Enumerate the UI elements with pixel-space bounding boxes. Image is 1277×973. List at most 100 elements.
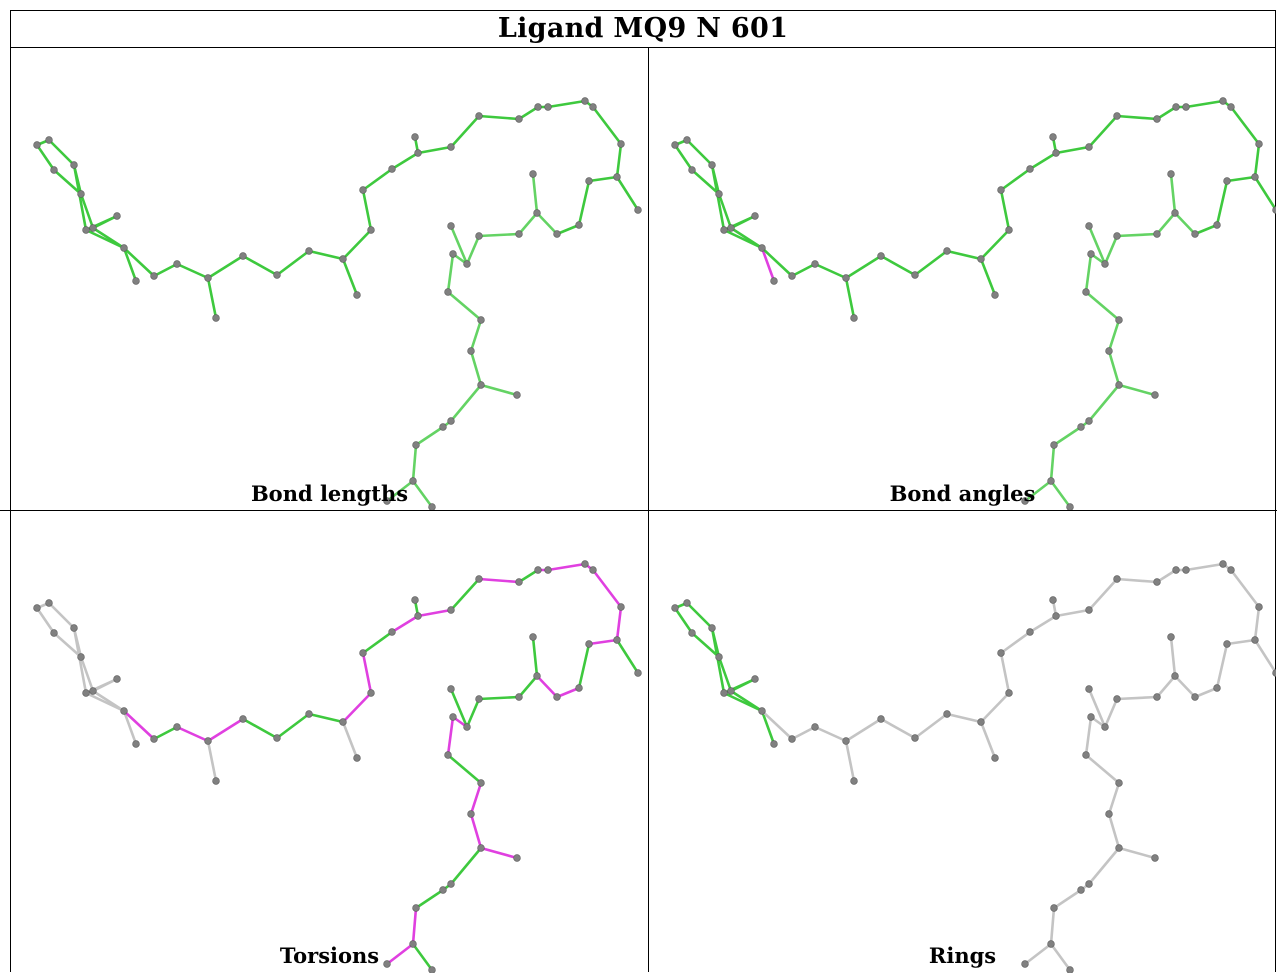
- bond: [122, 246, 156, 278]
- atom: [113, 212, 121, 220]
- atom: [1101, 723, 1109, 731]
- bond: [469, 349, 483, 387]
- bond: [1052, 888, 1083, 910]
- atom: [977, 718, 985, 726]
- bond: [1049, 479, 1072, 509]
- bond: [1117, 846, 1157, 860]
- bond: [449, 224, 469, 266]
- atom: [770, 277, 778, 285]
- bond: [1169, 635, 1177, 678]
- bond: [1193, 223, 1219, 236]
- atom: [150, 735, 158, 743]
- atom: [515, 115, 523, 123]
- atom: [513, 391, 521, 399]
- bond: [535, 211, 559, 236]
- atom: [212, 314, 220, 322]
- bond: [760, 709, 794, 741]
- bond: [1107, 349, 1121, 387]
- bond: [979, 720, 997, 760]
- bond: [152, 725, 179, 741]
- bond: [390, 151, 420, 171]
- bond: [685, 601, 714, 630]
- bond: [979, 691, 1011, 724]
- bond: [577, 642, 591, 690]
- atom: [1085, 417, 1093, 425]
- bond: [477, 232, 521, 238]
- atom: [1049, 596, 1057, 604]
- bond: [913, 712, 949, 740]
- bond: [1087, 687, 1107, 729]
- atom: [575, 221, 583, 229]
- bond: [1087, 224, 1107, 266]
- atom: [1167, 633, 1175, 641]
- atom: [1085, 880, 1093, 888]
- bond: [999, 188, 1011, 232]
- atom: [33, 141, 41, 149]
- bond: [717, 192, 733, 230]
- atom: [367, 689, 375, 697]
- bond: [52, 168, 83, 196]
- bond: [361, 651, 373, 695]
- atom: [751, 675, 759, 683]
- bond: [587, 638, 619, 646]
- atom: [120, 707, 128, 715]
- divider-tick-mid-left: [634, 510, 648, 511]
- atom: [447, 685, 455, 693]
- atom: [1113, 695, 1121, 703]
- atom: [997, 186, 1005, 194]
- bond: [844, 739, 856, 783]
- molecule-torsions: [33, 560, 642, 973]
- bond: [414, 888, 445, 910]
- atom: [1050, 441, 1058, 449]
- bond: [615, 175, 640, 212]
- bond: [1253, 142, 1261, 179]
- atom: [89, 224, 97, 232]
- bond: [1253, 175, 1276, 212]
- bond: [477, 114, 521, 121]
- bond: [1229, 105, 1261, 146]
- bond: [535, 674, 559, 699]
- bond: [307, 712, 345, 724]
- atom: [204, 274, 212, 282]
- bond: [531, 172, 539, 215]
- atom: [1115, 779, 1123, 787]
- atom: [77, 190, 85, 198]
- bond: [615, 605, 623, 642]
- atom: [515, 230, 523, 238]
- atom: [683, 136, 691, 144]
- atom: [553, 693, 561, 701]
- atom: [1047, 940, 1055, 948]
- panel-torsions: [11, 511, 648, 973]
- atom: [1115, 844, 1123, 852]
- atom: [977, 255, 985, 263]
- bond: [673, 606, 694, 635]
- bond: [91, 214, 119, 230]
- atom: [1153, 578, 1161, 586]
- atom: [447, 417, 455, 425]
- bond: [275, 249, 311, 277]
- atom: [212, 777, 220, 785]
- atom: [877, 715, 885, 723]
- bond: [449, 687, 469, 729]
- atom: [515, 693, 523, 701]
- bond: [1103, 234, 1119, 266]
- atom: [414, 612, 422, 620]
- bond: [615, 638, 640, 675]
- bond: [449, 846, 483, 886]
- bond: [206, 717, 245, 743]
- bond: [449, 383, 483, 423]
- atom: [204, 737, 212, 745]
- bond: [1155, 674, 1177, 699]
- bond: [52, 631, 83, 659]
- caption-rings: Rings: [928, 943, 997, 968]
- bond: [1052, 425, 1083, 447]
- atom: [477, 779, 485, 787]
- bond: [385, 479, 415, 503]
- atom: [1219, 560, 1227, 568]
- atom: [850, 777, 858, 785]
- atom: [617, 603, 625, 611]
- bond: [790, 262, 817, 278]
- atom: [477, 844, 485, 852]
- atom: [788, 735, 796, 743]
- atom: [353, 291, 361, 299]
